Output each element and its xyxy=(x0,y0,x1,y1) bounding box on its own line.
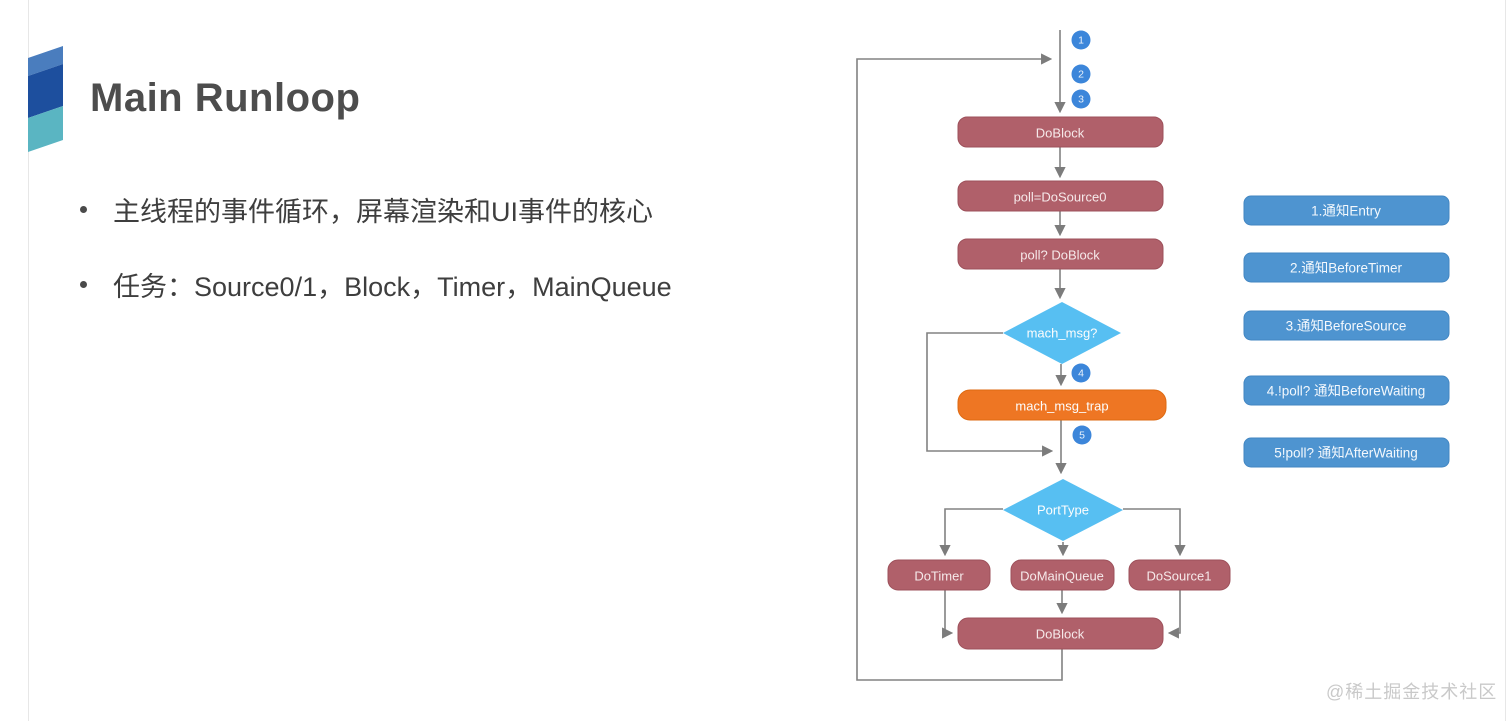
step-circle-3 xyxy=(1071,89,1091,109)
flow-node-dosource1 xyxy=(1128,559,1231,591)
step-circle-5 xyxy=(1072,425,1092,445)
flow-node-label: DoTimer xyxy=(914,569,964,584)
flow-node-domainqueue xyxy=(1010,559,1115,591)
slide-right-border xyxy=(1505,0,1506,721)
step-circle-2 xyxy=(1071,64,1091,84)
flow-decision-machmsg xyxy=(1003,302,1121,364)
notification-legend: 1.通知Entry 2.通知BeforeTimer 3.通知BeforeSour… xyxy=(1243,195,1450,468)
slide-logo-icon xyxy=(28,46,63,152)
flow-node-label: DoBlock xyxy=(1036,126,1085,141)
step-circle-1 xyxy=(1071,30,1091,50)
flow-node-machmsg-trap xyxy=(957,389,1167,421)
bullet-text: 主线程的事件循环，屏幕渲染和UI事件的核心 xyxy=(113,197,653,227)
slide-left-border xyxy=(28,0,29,721)
bullet-item: 任务：Source0/1，Block，Timer，MainQueue xyxy=(80,265,672,304)
flow-connector-lines xyxy=(856,30,1186,681)
step-number: 5 xyxy=(1079,430,1085,442)
flow-step-circles: 1 2 3 4 5 xyxy=(1071,30,1092,445)
notify-box-beforewaiting xyxy=(1243,375,1450,406)
flow-node-label: DoMainQueue xyxy=(1020,569,1104,584)
flow-process-nodes: DoBlock poll=DoSource0 poll? DoBlock mac… xyxy=(887,116,1231,650)
line-porttype-to-dotimer xyxy=(939,508,1003,557)
notify-label: 3.通知BeforeSource xyxy=(1286,318,1407,334)
flow-decision-porttype xyxy=(1003,479,1123,541)
flow-node-poll-doblock xyxy=(957,238,1164,270)
line-porttype-to-dosource1 xyxy=(1123,508,1186,557)
flow-node-label: PortType xyxy=(1037,503,1089,518)
notify-box-beforetimer xyxy=(1243,252,1450,283)
step-number: 1 xyxy=(1078,35,1084,47)
notify-label: 4.!poll? 通知BeforeWaiting xyxy=(1267,383,1426,399)
step-number: 4 xyxy=(1078,368,1084,380)
line-dotimer-to-doblock xyxy=(942,590,954,639)
flow-node-label: poll=DoSource0 xyxy=(1014,190,1107,205)
flow-node-label: poll? DoBlock xyxy=(1020,248,1100,263)
flow-node-dotimer xyxy=(887,559,991,591)
step-number: 3 xyxy=(1078,94,1084,106)
flow-node-doblock-top xyxy=(957,116,1164,148)
flow-node-poll-dosource0 xyxy=(957,180,1164,212)
bullet-item: 主线程的事件循环，屏幕渲染和UI事件的核心 xyxy=(80,190,653,229)
notify-box-beforesource xyxy=(1243,310,1450,341)
bullet-text: 任务：Source0/1，Block，Timer，MainQueue xyxy=(113,272,672,302)
bullet-dot-icon xyxy=(80,206,87,213)
step-number: 2 xyxy=(1078,69,1084,81)
machmsg-bypass-line xyxy=(926,332,1054,457)
flow-node-label: mach_msg_trap xyxy=(1015,399,1108,414)
flow-node-label: mach_msg? xyxy=(1027,326,1098,341)
flow-node-doblock-bottom xyxy=(957,617,1164,650)
notify-label: 2.通知BeforeTimer xyxy=(1290,260,1403,276)
flow-node-label: DoSource1 xyxy=(1146,569,1211,584)
line-dosource1-to-doblock xyxy=(1167,590,1181,639)
page-title: Main Runloop xyxy=(90,76,361,120)
notify-label: 5!poll? 通知AfterWaiting xyxy=(1274,445,1418,461)
notify-box-afterwaiting xyxy=(1243,437,1450,468)
loop-back-line xyxy=(856,53,1063,681)
step-circle-4 xyxy=(1071,363,1091,383)
notify-label: 1.通知Entry xyxy=(1311,203,1381,219)
flow-node-label: DoBlock xyxy=(1036,627,1085,642)
notify-box-entry xyxy=(1243,195,1450,226)
watermark-text: @稀土掘金技术社区 xyxy=(1326,682,1498,702)
bullet-dot-icon xyxy=(80,281,87,288)
